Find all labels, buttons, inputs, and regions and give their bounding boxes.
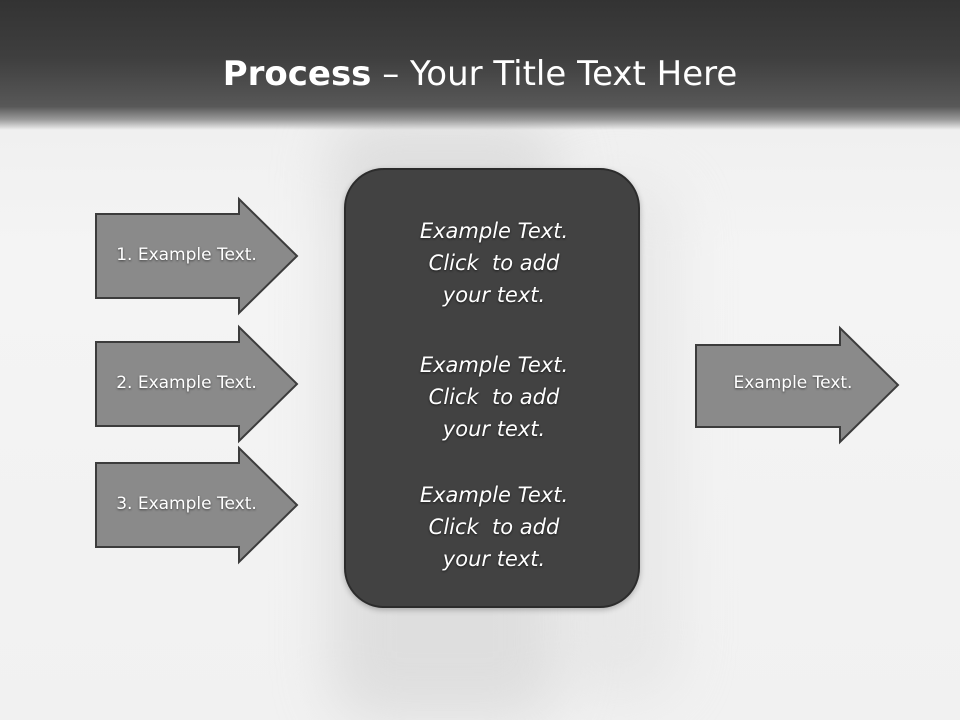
block-line: Click to add	[428, 515, 560, 539]
block-line: your text.	[442, 417, 546, 441]
input-arrow-label: 3. Example Text.	[116, 494, 257, 514]
center-text-block-1: Example Text. Click to add your text.	[346, 215, 642, 311]
center-text-block-2: Example Text. Click to add your text.	[346, 349, 642, 445]
center-text-block-3: Example Text. Click to add your text.	[346, 479, 642, 575]
slide-title[interactable]: Process – Your Title Text Here	[0, 52, 960, 96]
arrow-shape	[95, 196, 299, 316]
block-line: Example Text.	[419, 353, 569, 377]
arrow-polygon	[95, 324, 299, 444]
input-arrow-1[interactable]: 1. Example Text.	[95, 196, 299, 316]
block-line: your text.	[442, 283, 546, 307]
output-arrow[interactable]: Example Text.	[695, 325, 900, 445]
arrow-shape	[695, 325, 900, 445]
block-line: Click to add	[428, 385, 560, 409]
block-line: Example Text.	[419, 483, 569, 507]
title-bar: Process – Your Title Text Here	[0, 0, 960, 130]
arrow-polygon	[695, 325, 900, 445]
input-arrow-label: 2. Example Text.	[116, 373, 257, 393]
block-line: your text.	[442, 547, 546, 571]
input-arrow-2[interactable]: 2. Example Text.	[95, 324, 299, 444]
block-line: Click to add	[428, 251, 560, 275]
block-line: Example Text.	[419, 219, 569, 243]
center-process-box[interactable]: Example Text. Click to add your text. Ex…	[344, 168, 640, 608]
title-bold: Process	[222, 54, 372, 94]
input-arrow-3[interactable]: 3. Example Text.	[95, 445, 299, 565]
arrow-shape	[95, 324, 299, 444]
arrow-shape	[95, 445, 299, 565]
arrow-polygon	[95, 196, 299, 316]
output-arrow-label: Example Text.	[733, 373, 853, 393]
title-rest: – Your Title Text Here	[371, 54, 738, 94]
input-arrow-label: 1. Example Text.	[116, 245, 257, 265]
arrow-polygon	[95, 445, 299, 565]
